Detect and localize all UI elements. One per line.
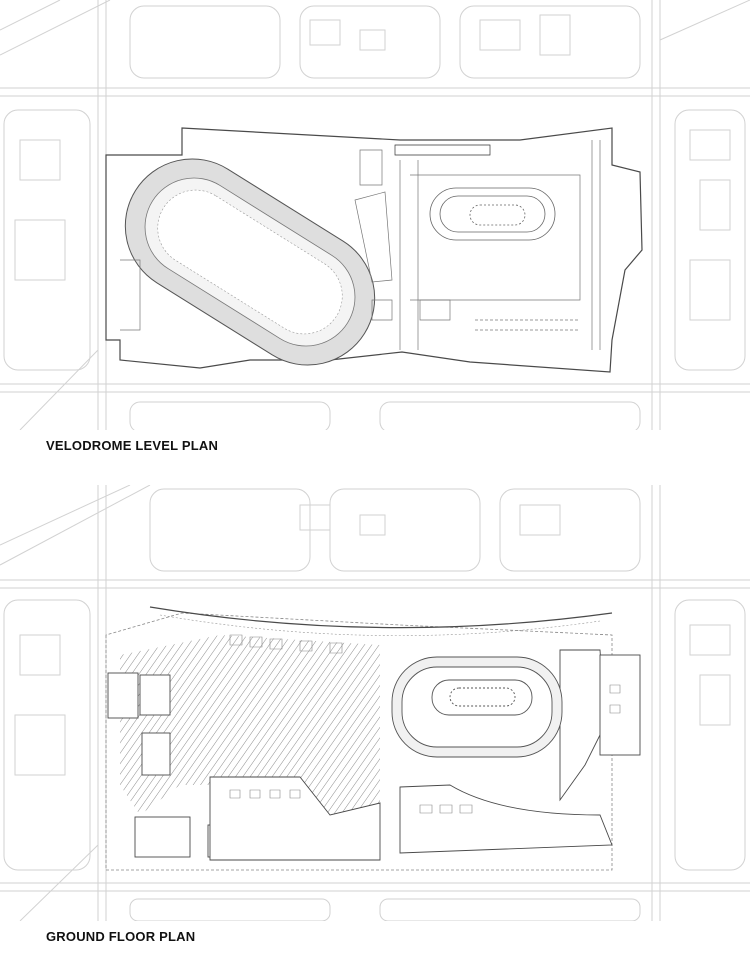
ground-floor-plan-label: GROUND FLOOR PLAN: [46, 929, 196, 944]
hatched-plaza: [120, 635, 380, 825]
velodrome-level-plan-label: VELODROME LEVEL PLAN: [46, 438, 219, 453]
site-outline: [105, 612, 613, 871]
velodrome-track: [124, 158, 376, 366]
canopy-edge: [149, 606, 613, 629]
training-track: [429, 187, 556, 241]
ground-floor-plan-drawing: [0, 485, 750, 921]
furniture-marks: [229, 634, 621, 814]
ground-floor-track: [391, 656, 563, 758]
velodrome-level-plan-drawing: [0, 0, 750, 430]
city-context-grid: [0, 485, 750, 921]
interior-walls: [120, 140, 601, 350]
city-context-grid: [0, 0, 750, 430]
